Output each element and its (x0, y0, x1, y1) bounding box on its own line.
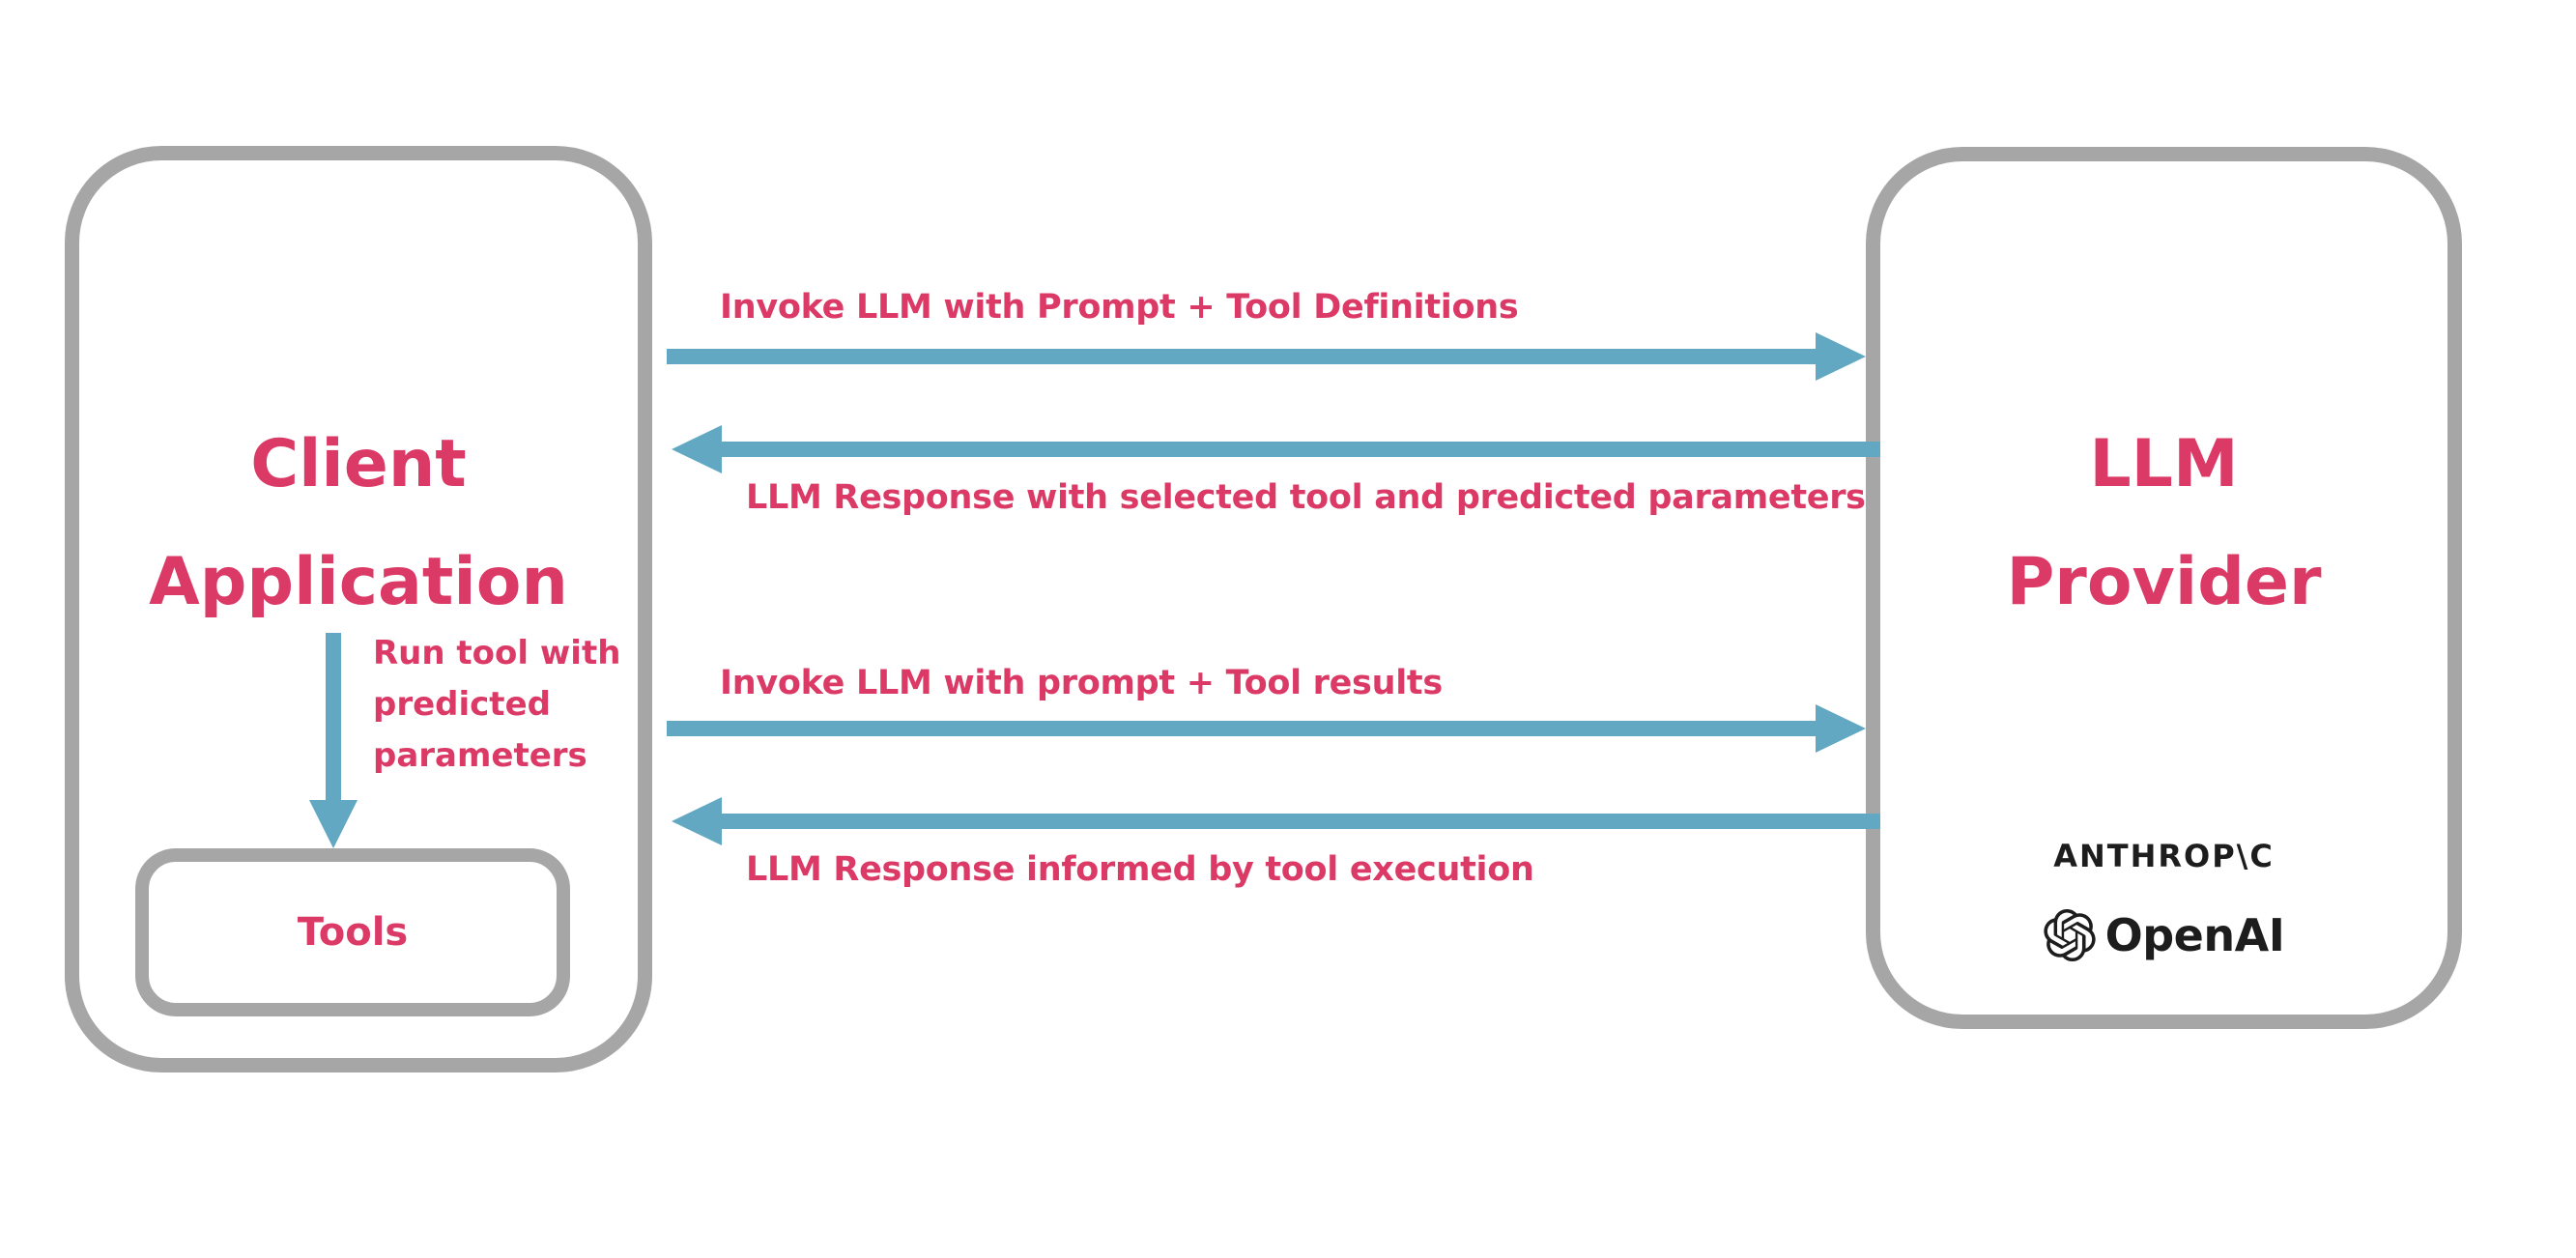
openai-logo: OpenAI (1866, 906, 2462, 964)
anthropic-logo-wordmark: ANTHROP\C (2053, 838, 2275, 874)
arrow-shaft (720, 442, 1880, 457)
arrow-shaft (667, 721, 1818, 736)
tools-label: Tools (297, 910, 409, 955)
arrow-shaft (326, 633, 341, 800)
run-tool-line3: parameters (373, 736, 587, 775)
arrowhead-right-icon (1816, 704, 1866, 753)
client-title-line2: Application (149, 544, 568, 620)
client-application-title: Client Application (65, 406, 652, 642)
left-arrow-icon (672, 797, 1880, 845)
run-tool-label: Run tool with predicted parameters (373, 628, 620, 782)
openai-logo-wordmark: OpenAI (2104, 909, 2285, 961)
tools-box: Tools (135, 848, 570, 1016)
arrowhead-down-icon (309, 800, 358, 848)
right-arrow-icon (667, 704, 1866, 753)
flow-label-response-selected-tool: LLM Response with selected tool and pred… (746, 478, 1866, 517)
arrowhead-left-icon (672, 425, 722, 473)
llm-provider-title: LLM Provider (1866, 406, 2462, 642)
flow-label-invoke-prompt-tool-definitions: Invoke LLM with Prompt + Tool Definition… (720, 288, 1519, 327)
client-title-line1: Client (250, 426, 467, 502)
llm-provider-box (1866, 147, 2462, 1029)
right-arrow-icon (667, 332, 1866, 381)
run-tool-line1: Run tool with (373, 634, 621, 672)
llm-title-line1: LLM (2089, 426, 2239, 502)
down-arrow-icon (309, 633, 358, 848)
openai-logo-icon (2044, 909, 2096, 961)
left-arrow-icon (672, 425, 1880, 473)
llm-title-line2: Provider (2006, 544, 2322, 620)
flow-label-invoke-prompt-tool-results: Invoke LLM with prompt + Tool results (720, 664, 1443, 702)
arrowhead-right-icon (1816, 332, 1866, 381)
run-tool-line2: predicted (373, 685, 551, 724)
client-application-box (65, 146, 652, 1072)
arrow-shaft (720, 814, 1880, 829)
arrow-shaft (667, 349, 1818, 364)
flow-label-response-tool-execution: LLM Response informed by tool execution (746, 850, 1534, 889)
arrowhead-left-icon (672, 797, 722, 845)
